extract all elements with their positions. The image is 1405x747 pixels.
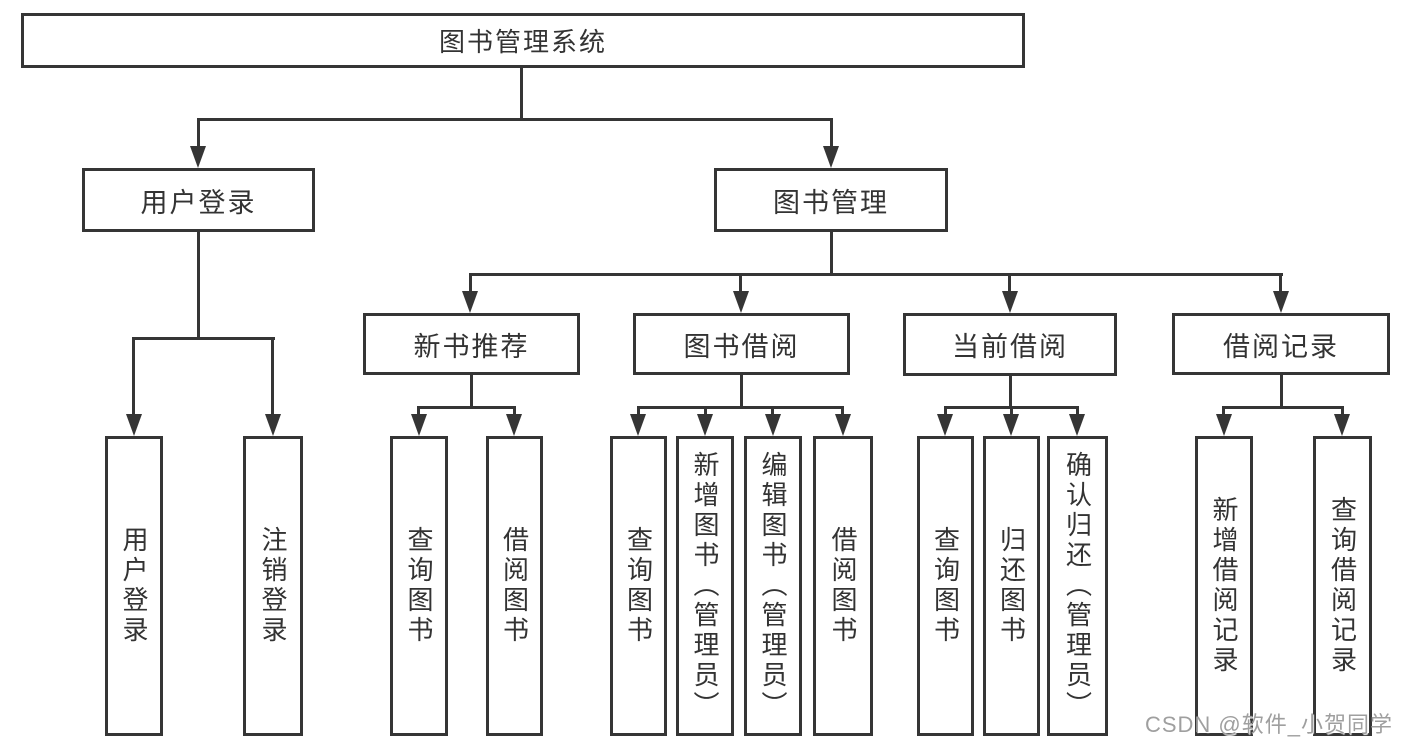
connector-userlogin-vline <box>197 232 200 337</box>
arrowhead-icon <box>630 414 646 436</box>
connector-bookmgmt-stem-4 <box>1279 273 1282 293</box>
arrowhead-icon <box>1216 414 1232 436</box>
arrowhead-icon <box>411 414 427 436</box>
arrowhead-icon <box>937 414 953 436</box>
arrowhead-icon <box>190 146 206 168</box>
arrowhead-icon <box>733 291 749 313</box>
leaf-label: 查询图书 <box>623 526 654 646</box>
connector-borrowing-stem-3 <box>771 406 774 416</box>
connector-root-hline <box>197 118 833 121</box>
connector-records-stem-2 <box>1341 406 1344 416</box>
connector-borrowing-stem-1 <box>637 406 640 416</box>
leaf-query-books-recommend: 查询图书 <box>390 436 448 736</box>
node-label: 图书管理系统 <box>438 27 607 57</box>
node-current-borrowing: 当前借阅 <box>903 313 1117 376</box>
node-label: 新书推荐 <box>413 331 530 362</box>
connector-borrowing-stem-2 <box>704 406 707 416</box>
connector-borrowing-stem-4 <box>841 406 844 416</box>
connector-bookmgmt-stem-1 <box>469 273 472 293</box>
arrowhead-icon <box>835 414 851 436</box>
node-label: 图书管理 <box>773 187 889 218</box>
arrowhead-icon <box>765 414 781 436</box>
connector-userlogin-hline <box>132 337 275 340</box>
leaf-add-book-admin: 新增图书（管理员） <box>676 436 734 736</box>
connector-current-stem-3 <box>1076 406 1079 416</box>
connector-recommend-stem-1 <box>417 406 420 416</box>
leaf-label: 新增图书（管理员） <box>690 451 720 721</box>
leaf-label: 新增借阅记录 <box>1209 496 1239 676</box>
node-label: 当前借阅 <box>952 332 1068 362</box>
connector-recommend-hline <box>417 406 516 409</box>
leaf-label: 确认归还（管理员） <box>1062 451 1093 721</box>
leaf-label: 借阅图书 <box>499 526 530 646</box>
connector-root-stem-left <box>197 118 200 148</box>
leaf-user-login: 用户登录 <box>105 436 163 736</box>
connector-bookmgmt-hline <box>469 273 1283 276</box>
csdn-watermark: CSDN @软件_小贺同学 <box>1144 712 1393 737</box>
node-label: 图书借阅 <box>683 331 800 362</box>
node-borrowing-records: 借阅记录 <box>1172 313 1390 375</box>
node-book-management: 图书管理 <box>714 168 948 232</box>
leaf-logout: 注销登录 <box>243 436 303 736</box>
connector-bookmgmt-stem-3 <box>1008 273 1011 293</box>
arrowhead-icon <box>126 414 142 436</box>
leaf-label: 注销登录 <box>258 526 288 646</box>
leaf-query-books-current: 查询图书 <box>917 436 974 736</box>
leaf-confirm-return-admin: 确认归还（管理员） <box>1047 436 1108 736</box>
arrowhead-icon <box>1069 414 1085 436</box>
connector-root-stem-right <box>830 118 833 148</box>
leaf-label: 查询图书 <box>930 526 961 646</box>
connector-records-vline <box>1280 375 1283 406</box>
arrowhead-icon <box>823 146 839 168</box>
leaf-label: 查询借阅记录 <box>1327 496 1358 676</box>
arrowhead-icon <box>506 414 522 436</box>
connector-records-hline <box>1222 406 1343 409</box>
connector-userlogin-stem-2 <box>271 337 274 416</box>
leaf-return-book: 归还图书 <box>983 436 1040 736</box>
leaf-label: 编辑图书（管理员） <box>758 451 788 721</box>
leaf-label: 用户登录 <box>119 526 149 646</box>
connector-records-stem-1 <box>1222 406 1225 416</box>
connector-borrowing-vline <box>740 375 743 406</box>
leaf-label: 查询图书 <box>404 526 434 646</box>
leaf-query-borrow-record: 查询借阅记录 <box>1313 436 1372 736</box>
connector-bookmgmt-vline <box>830 232 833 275</box>
arrowhead-icon <box>265 414 281 436</box>
connector-recommend-vline <box>470 375 473 406</box>
arrowhead-icon <box>462 291 478 313</box>
leaf-borrow-books-recommend: 借阅图书 <box>486 436 543 736</box>
connector-userlogin-stem-1 <box>132 337 135 416</box>
connector-borrowing-hline <box>637 406 843 409</box>
arrowhead-icon <box>1003 414 1019 436</box>
connector-recommend-stem-2 <box>513 406 516 416</box>
node-new-book-recommendation: 新书推荐 <box>363 313 580 375</box>
leaf-edit-book-admin: 编辑图书（管理员） <box>744 436 802 736</box>
arrowhead-icon <box>1273 291 1289 313</box>
connector-bookmgmt-stem-2 <box>739 273 742 293</box>
leaf-query-books-borrowing: 查询图书 <box>610 436 667 736</box>
node-user-login: 用户登录 <box>82 168 315 232</box>
node-library-management-system: 图书管理系统 <box>21 13 1025 68</box>
node-label: 用户登录 <box>140 187 257 218</box>
arrowhead-icon <box>697 414 713 436</box>
node-label: 借阅记录 <box>1223 331 1339 362</box>
leaf-borrow-books-borrowing: 借阅图书 <box>813 436 873 736</box>
arrowhead-icon <box>1002 291 1018 313</box>
leaf-label: 归还图书 <box>996 526 1027 646</box>
arrowhead-icon <box>1334 414 1350 436</box>
connector-current-stem-2 <box>1010 406 1013 416</box>
connector-root-vline <box>520 68 523 118</box>
leaf-add-borrow-record: 新增借阅记录 <box>1195 436 1253 736</box>
leaf-label: 借阅图书 <box>828 526 858 646</box>
connector-current-vline <box>1009 376 1012 406</box>
connector-current-stem-1 <box>944 406 947 416</box>
node-book-borrowing: 图书借阅 <box>633 313 850 375</box>
